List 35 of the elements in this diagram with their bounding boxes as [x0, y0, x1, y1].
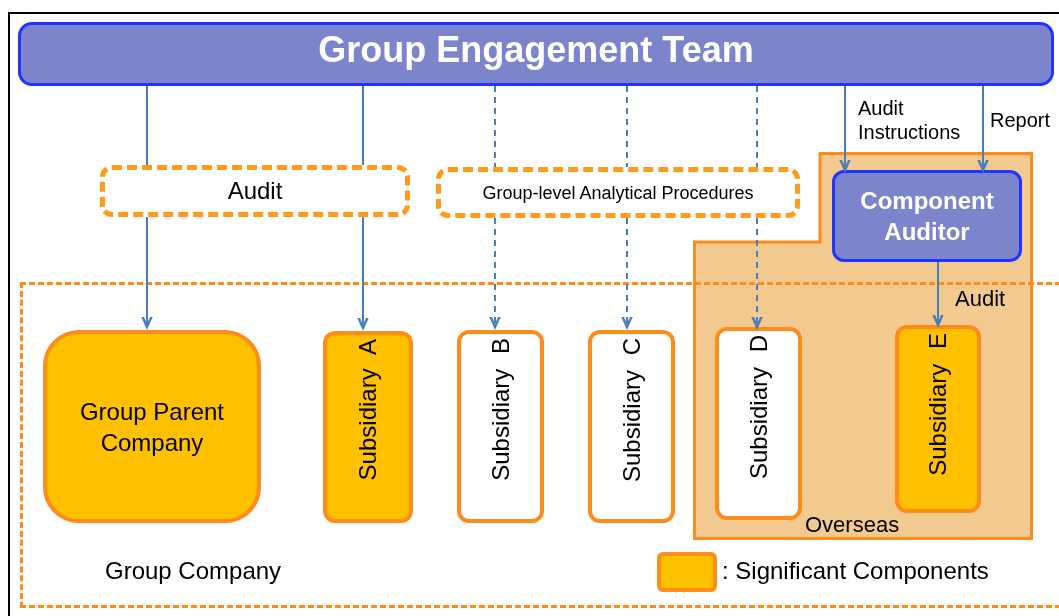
subsidiary-box [715, 327, 802, 520]
arrow [974, 85, 992, 172]
audit-box [100, 165, 410, 217]
legend-label: : Significant Components [722, 557, 989, 585]
subsidiary-box [588, 330, 675, 523]
team-banner [18, 22, 1054, 86]
box-label: Group Parent Company [78, 396, 226, 458]
box-label: Subsidiary C [617, 338, 646, 483]
subsidiary-box [457, 330, 544, 523]
box-label: Group-level Analytical Procedures [481, 182, 755, 203]
arrow [618, 217, 636, 329]
box-label: Subsidiary D [744, 335, 773, 480]
box-label: Component Auditor [859, 185, 995, 247]
box-label: Subsidiary A [354, 339, 382, 481]
arrow [486, 217, 504, 329]
subsidiary-box [323, 331, 413, 523]
subsidiary-box [895, 325, 981, 513]
arrow [138, 216, 156, 329]
box-label: Audit [226, 177, 284, 205]
parent-company-box [43, 330, 261, 523]
edge-label: Report [990, 108, 1051, 132]
arrow [836, 85, 854, 172]
group-region [20, 282, 1059, 608]
box-label: Subsidiary E [924, 333, 952, 476]
procedure-box [436, 167, 800, 218]
arrow [929, 261, 947, 327]
region-label: Overseas [805, 512, 900, 538]
arrow [354, 216, 372, 330]
arrow [748, 217, 766, 329]
region-label: Group Company [105, 557, 282, 585]
banner-title: Group Engagement Team [317, 29, 755, 71]
auditor-box [832, 170, 1022, 262]
edge-label: Audit [955, 286, 1006, 313]
box-label: Subsidiary B [486, 338, 515, 481]
edge-label: Audit Instructions [858, 96, 962, 144]
